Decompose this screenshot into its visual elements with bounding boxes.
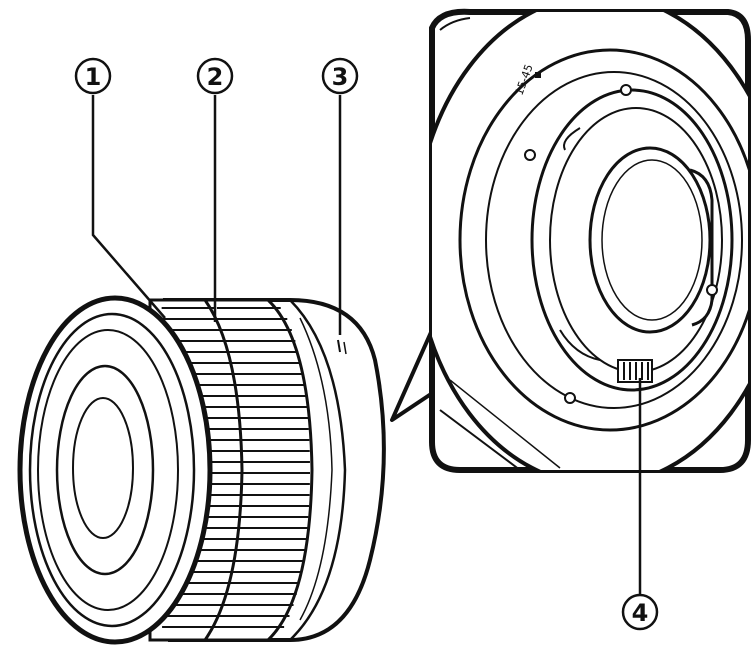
barrel-index-mark xyxy=(337,339,347,355)
callout-3-label: 3 xyxy=(332,63,349,91)
callout-2-label: 2 xyxy=(207,63,224,91)
lens-front-view xyxy=(17,295,386,645)
inset-pointer xyxy=(390,329,436,422)
mount-screw xyxy=(620,84,632,96)
lens-signal-contacts xyxy=(617,359,653,383)
mount-screw xyxy=(564,392,576,404)
callout-4-label: 4 xyxy=(632,599,649,627)
callout-2: 2 xyxy=(196,57,234,95)
callout-4: 4 xyxy=(621,593,659,631)
mount-screw xyxy=(524,149,536,161)
rear-view-inset: 15-45 xyxy=(390,8,751,473)
leader-line-1 xyxy=(91,95,166,319)
callout-1-label: 1 xyxy=(85,63,102,91)
callout-3: 3 xyxy=(321,57,359,95)
rear-lens-element xyxy=(588,146,712,334)
leader-lines xyxy=(91,95,642,595)
mount-index-mark xyxy=(535,72,541,78)
callout-1: 1 xyxy=(74,57,112,95)
mount-screw xyxy=(706,284,718,296)
